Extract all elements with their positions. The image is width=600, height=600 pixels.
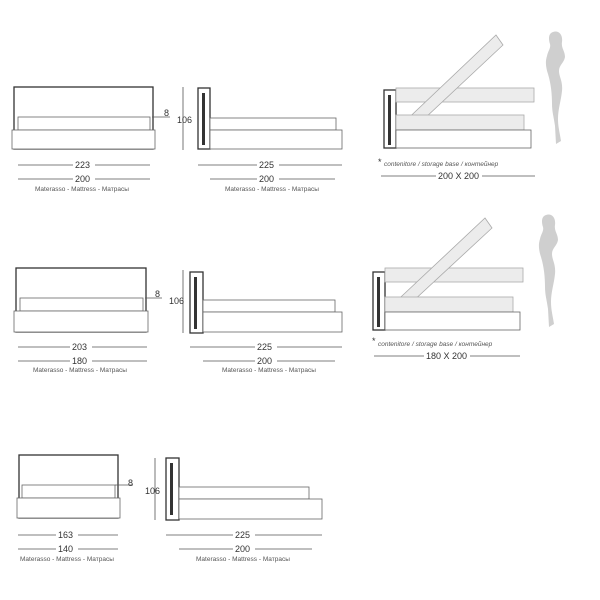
- svg-text:225: 225: [257, 342, 272, 352]
- asterisk: *: [378, 157, 382, 167]
- row-1-front-view: 8 106 223 200 Materasso - Mattress - Мат…: [11, 86, 192, 193]
- row-1-storage-view: * contenitore / storage base / контейнер…: [378, 31, 565, 181]
- offset-dim: 8: [164, 108, 169, 118]
- side-length-dim: 225: [259, 160, 274, 170]
- svg-text:200: 200: [259, 174, 274, 184]
- svg-text:180 X 200: 180 X 200: [426, 351, 467, 361]
- svg-text:8: 8: [128, 478, 133, 488]
- mattress-width-dim: 200: [75, 174, 90, 184]
- person-silhouette-icon: [545, 31, 565, 145]
- row-1-side-view: 225 200 Materasso - Mattress - Матрасы: [197, 87, 343, 193]
- svg-text:180: 180: [72, 356, 87, 366]
- svg-text:8: 8: [155, 289, 160, 299]
- row-2-front-view: 8 106 203 180 Materasso - Mattress - Мат…: [13, 267, 184, 374]
- svg-text:Materasso - Mattress - Матрасы: Materasso - Mattress - Матрасы: [196, 556, 290, 563]
- svg-text:106: 106: [145, 486, 160, 496]
- storage-size-dim: 200 X 200: [438, 171, 479, 181]
- svg-text:Materasso - Mattress - Матрасы: Materasso - Mattress - Матрасы: [20, 556, 114, 563]
- bed-base: [11, 129, 156, 150]
- svg-text:200: 200: [257, 356, 272, 366]
- svg-text:140: 140: [58, 544, 73, 554]
- mattress-label: Materasso - Mattress - Матрасы: [35, 186, 129, 193]
- svg-text:Materasso - Mattress - Матрасы: Materasso - Mattress - Матрасы: [225, 186, 319, 193]
- height-dim: 106: [177, 115, 192, 125]
- svg-text:106: 106: [169, 296, 184, 306]
- svg-text:contenitore / storage base / к: contenitore / storage base / контейнер: [378, 340, 493, 348]
- row-2-side-view: 225 200 Materasso - Mattress - Матрасы: [189, 271, 343, 374]
- svg-text:225: 225: [235, 530, 250, 540]
- row-3-front-view: 8 106 163 140 Materasso - Mattress - Мат…: [16, 454, 160, 563]
- svg-text:203: 203: [72, 342, 87, 352]
- storage-label: contenitore / storage base / контейнер: [384, 160, 499, 168]
- mattress: [17, 116, 151, 131]
- svg-text:Materasso - Mattress - Матрасы: Materasso - Mattress - Матрасы: [33, 367, 127, 374]
- svg-text:Materasso - Mattress - Матрасы: Materasso - Mattress - Матрасы: [222, 367, 316, 374]
- svg-text:200: 200: [235, 544, 250, 554]
- person-silhouette-icon: [538, 214, 558, 327]
- front-width-dim: 223: [75, 160, 90, 170]
- svg-text:163: 163: [58, 530, 73, 540]
- svg-text:*: *: [372, 336, 376, 346]
- row-2-storage-view: * contenitore / storage base / контейнер…: [372, 214, 558, 361]
- row-3-side-view: 225 200 Materasso - Mattress - Матрасы: [165, 457, 323, 563]
